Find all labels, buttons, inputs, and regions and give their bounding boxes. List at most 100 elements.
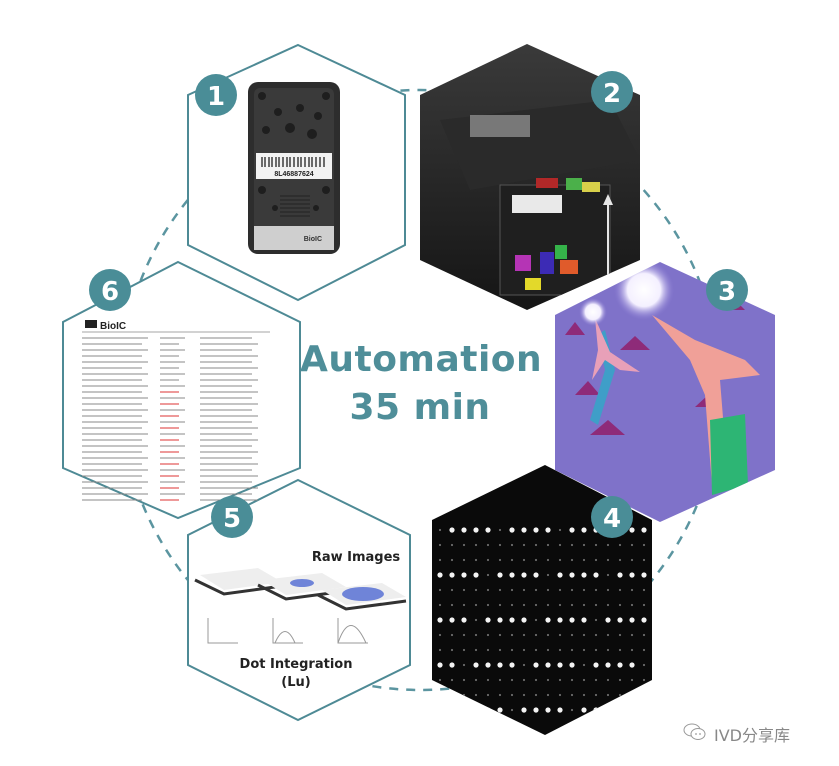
array-dot: [486, 678, 490, 682]
array-dot: [546, 573, 550, 577]
array-dot: [485, 527, 491, 533]
array-dot: [462, 588, 466, 592]
automation-label: Automation: [300, 339, 543, 380]
array-dot: [486, 648, 490, 652]
array-dot: [618, 558, 622, 562]
watermark-text: IVD分享库: [714, 726, 790, 745]
array-dot: [642, 678, 646, 682]
array-dot: [485, 662, 491, 668]
array-dot: [630, 588, 634, 592]
array-dot: [510, 693, 514, 697]
array-dot: [498, 633, 502, 637]
array-dot: [533, 707, 539, 713]
array-dot: [498, 648, 502, 652]
array-dot: [618, 588, 622, 592]
array-dot: [521, 527, 527, 533]
array-dot: [474, 618, 478, 622]
array-dot: [461, 707, 467, 713]
array-dot: [617, 707, 623, 713]
array-dot: [474, 678, 478, 682]
array-dot: [474, 693, 478, 697]
array-dot: [438, 693, 442, 697]
array-dot: [582, 543, 586, 547]
array-dot: [522, 633, 526, 637]
array-dot: [582, 648, 586, 652]
array-dot: [545, 617, 551, 623]
array-dot: [558, 588, 562, 592]
step-5-panel: Raw Images Dot Integration (Lu): [187, 478, 411, 722]
array-dot: [485, 707, 491, 713]
array-dot: [461, 572, 467, 578]
array-dot: [474, 603, 478, 607]
array-dot: [462, 693, 466, 697]
array-dot: [474, 588, 478, 592]
array-dot: [473, 527, 479, 533]
array-dot: [534, 603, 538, 607]
array-dot: [438, 648, 442, 652]
array-dot: [437, 617, 443, 623]
array-dot: [606, 558, 610, 562]
array-dot: [618, 678, 622, 682]
array-dot: [617, 617, 623, 623]
array-dot: [474, 543, 478, 547]
array-dot: [617, 662, 623, 668]
array-dot: [533, 572, 539, 578]
array-dot: [546, 603, 550, 607]
array-dot: [546, 678, 550, 682]
array-dot: [545, 662, 551, 668]
array-dot: [642, 648, 646, 652]
step-badge-3: 3: [706, 269, 748, 311]
array-dot: [606, 543, 610, 547]
array-dot: [462, 603, 466, 607]
array-dot: [534, 558, 538, 562]
step-badge-2: 2: [591, 71, 633, 113]
array-dot: [594, 648, 598, 652]
array-dot: [618, 603, 622, 607]
array-dot: [498, 678, 502, 682]
array-dot: [618, 648, 622, 652]
array-dot: [569, 527, 575, 533]
array-dot: [510, 648, 514, 652]
array-dot: [450, 543, 454, 547]
array-dot: [582, 693, 586, 697]
array-dot: [462, 558, 466, 562]
array-dot: [522, 558, 526, 562]
array-dot: [546, 648, 550, 652]
array-dot: [558, 603, 562, 607]
array-dot: [545, 707, 551, 713]
array-dot: [594, 618, 598, 622]
array-dot: [582, 678, 586, 682]
array-dot: [510, 588, 514, 592]
array-dot: [522, 588, 526, 592]
array-dot: [450, 693, 454, 697]
array-dot: [510, 603, 514, 607]
array-dot: [522, 543, 526, 547]
array-dot: [462, 663, 466, 667]
dot-integration-unit-label: (Lu): [281, 675, 310, 690]
array-dot: [642, 558, 646, 562]
array-dot: [593, 662, 599, 668]
array-dot: [606, 693, 610, 697]
array-dot: [630, 708, 634, 712]
array-dot: [510, 678, 514, 682]
array-dot: [521, 617, 527, 623]
array-dot: [570, 603, 574, 607]
array-dot: [498, 693, 502, 697]
array-dot: [438, 543, 442, 547]
array-dot: [521, 572, 527, 578]
array-dot: [534, 588, 538, 592]
array-dot: [522, 603, 526, 607]
step-badge-4: 4: [591, 496, 633, 538]
array-dot: [593, 707, 599, 713]
array-dot: [618, 543, 622, 547]
automation-title: Automation 35 min: [300, 336, 543, 432]
array-dot: [641, 707, 647, 713]
array-dot: [630, 678, 634, 682]
array-dot: [474, 633, 478, 637]
array-dot: [486, 558, 490, 562]
array-dot: [594, 678, 598, 682]
array-dot: [582, 663, 586, 667]
array-dot: [582, 603, 586, 607]
array-dot: [449, 572, 455, 578]
